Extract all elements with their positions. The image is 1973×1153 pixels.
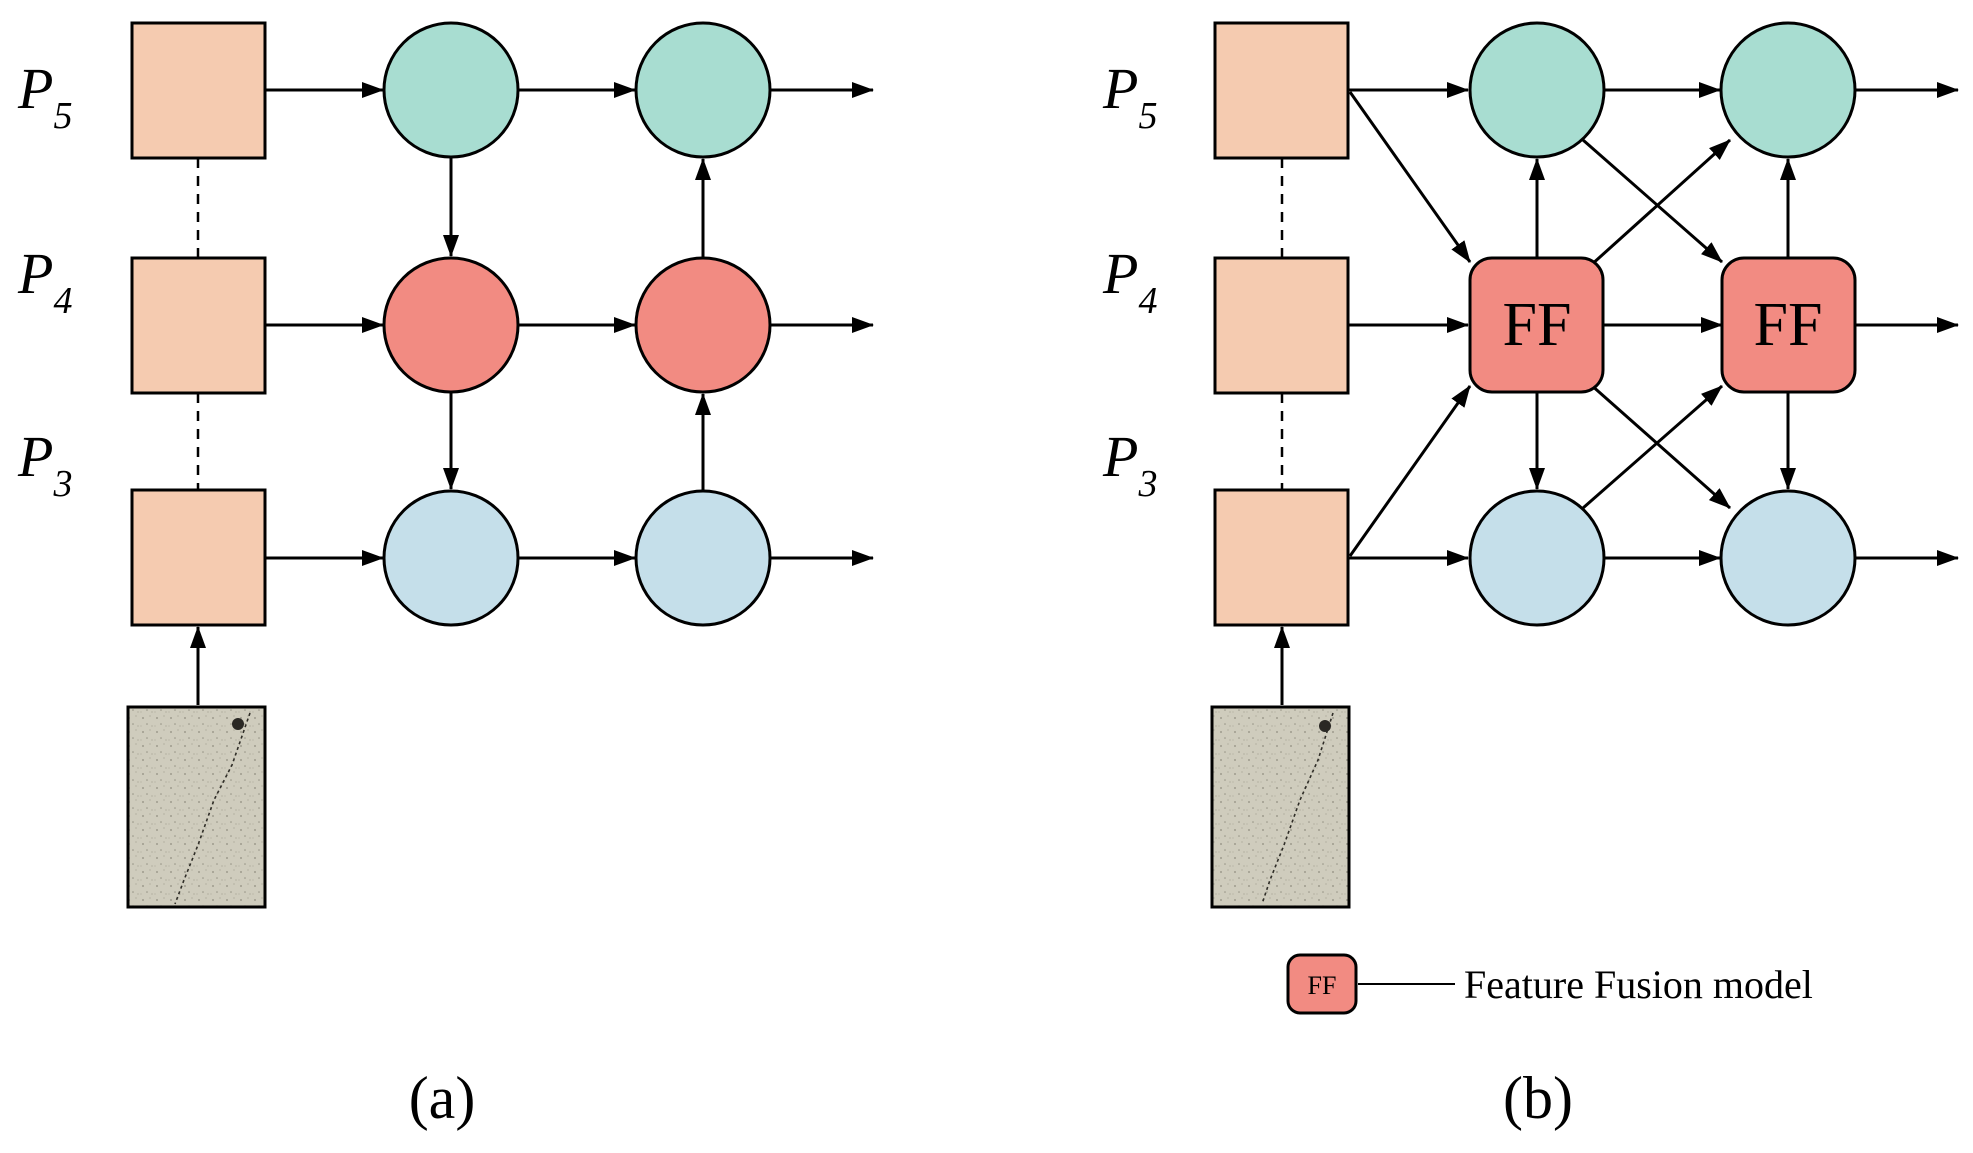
- crack-line-b: [1261, 712, 1334, 905]
- backbone-square-p4-b: [1213, 256, 1350, 395]
- input-image-a: [126, 705, 267, 909]
- node-b-p3-1: [1468, 489, 1606, 627]
- backbone-square-p3-a: [130, 488, 267, 627]
- node-a-p3-topdown: [382, 489, 520, 627]
- node-b-p5-1: [1468, 21, 1606, 159]
- node-a-p5-bottomup: [634, 21, 772, 159]
- backbone-square-p5-b: [1213, 21, 1350, 160]
- arrow-b-diag-p3-to-ff1: [1348, 385, 1472, 557]
- node-a-p4-bottomup: [634, 256, 772, 394]
- panel-b: P5 P4 P3: [1102, 21, 1959, 1131]
- ff-module-2: [1720, 256, 1857, 394]
- ff-module-2-label: FF: [1754, 291, 1823, 359]
- crack-hole-a: [232, 718, 244, 730]
- node-a-p4-topdown: [382, 256, 520, 394]
- caption-a: (a): [409, 1065, 476, 1131]
- backbone-square-p3-b: [1213, 488, 1350, 627]
- level-label-p3-b: P3: [1102, 424, 1157, 505]
- legend-ff-symbol: [1286, 953, 1358, 1015]
- level-label-p4-a: P4: [17, 241, 72, 322]
- level-label-p3-a: P3: [17, 424, 72, 505]
- node-b-p3-2: [1719, 489, 1857, 627]
- crack-hole-b: [1319, 720, 1331, 732]
- legend-ff-symbol-label: FF: [1308, 971, 1337, 1000]
- level-label-p4-b: P4: [1102, 241, 1157, 322]
- legend: FF Feature Fusion model: [1286, 953, 1813, 1015]
- level-label-p5-b: P5: [1102, 56, 1157, 137]
- node-a-p5-topdown: [382, 21, 520, 159]
- node-a-p3-bottomup: [634, 489, 772, 627]
- ff-module-1-label: FF: [1503, 291, 1572, 359]
- arrow-b-ff1-to-p3-node2: [1589, 382, 1731, 510]
- legend-description: Feature Fusion model: [1464, 962, 1813, 1007]
- input-image-b: [1210, 705, 1351, 909]
- arrow-b-p3-node1-to-ff2: [1582, 384, 1723, 510]
- arrow-b-p5-node1-to-ff2: [1582, 138, 1723, 264]
- ff-module-1: [1468, 256, 1605, 394]
- node-b-p5-2: [1719, 21, 1857, 159]
- caption-b: (b): [1503, 1065, 1573, 1131]
- backbone-square-p4-a: [130, 256, 267, 395]
- panel-a: P5 P4 P3: [17, 21, 874, 1131]
- arrow-b-diag-p5-to-ff1: [1348, 91, 1472, 263]
- backbone-square-p5-a: [130, 21, 267, 160]
- arrow-b-ff1-to-p5-node2: [1588, 138, 1732, 268]
- level-label-p5-a: P5: [17, 56, 72, 137]
